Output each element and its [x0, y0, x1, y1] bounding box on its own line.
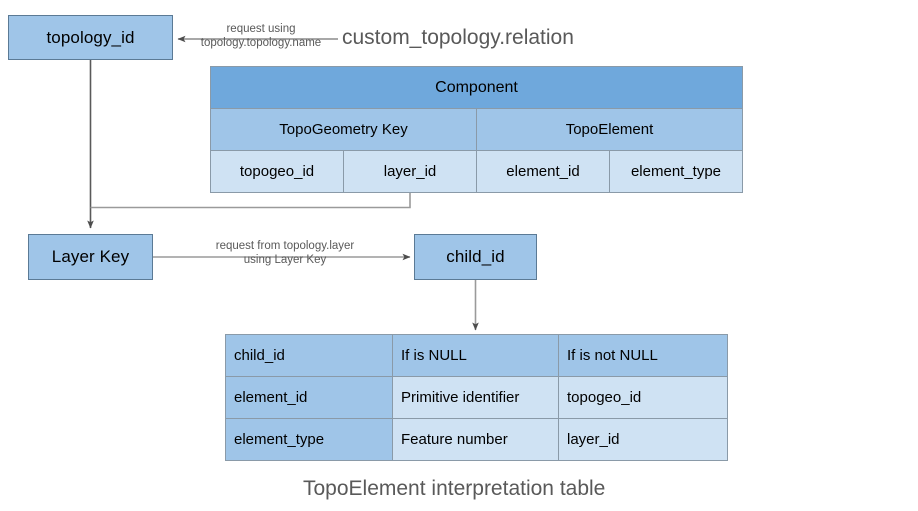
- edge-label-request-using: request using topology.topology.name: [200, 23, 322, 49]
- edge-label-request-from-layer: request from topology.layer using Layer …: [215, 240, 355, 266]
- table-row-interp-header: child_id If is NULL If is not NULL: [225, 334, 728, 377]
- node-topology-id-label: topology_id: [46, 27, 135, 47]
- connector-layerid-to-layerkey: [90, 192, 411, 209]
- node-child-id[interactable]: child_id: [414, 234, 537, 280]
- node-child-id-label: child_id: [446, 247, 505, 266]
- table-row: element_id Primitive identifier topogeo_…: [225, 376, 728, 419]
- component-table-title: Component: [210, 66, 743, 109]
- node-topology-id[interactable]: topology_id: [8, 15, 173, 60]
- interp-cell-element-id: element_id: [225, 376, 393, 419]
- interpretation-table: child_id If is NULL If is not NULL eleme…: [225, 334, 728, 461]
- component-group-topoelement: TopoElement: [476, 108, 743, 151]
- table-row-component-title: Component: [210, 66, 743, 109]
- table-row: element_type Feature number layer_id: [225, 418, 728, 461]
- component-column-element-type: element_type: [609, 150, 743, 193]
- interp-cell-topogeo-id: topogeo_id: [558, 376, 728, 419]
- interp-cell-element-type: element_type: [225, 418, 393, 461]
- interp-header-if-is-null: If is NULL: [392, 334, 559, 377]
- title-topoelement-interpretation-table: TopoElement interpretation table: [303, 477, 606, 500]
- component-table: Component TopoGeometry Key TopoElement t…: [210, 66, 743, 193]
- interp-header-child-id: child_id: [225, 334, 393, 377]
- title-custom-topology-relation: custom_topology.relation: [342, 26, 574, 49]
- table-row-component-groups: TopoGeometry Key TopoElement: [210, 108, 743, 151]
- component-column-layer-id: layer_id: [343, 150, 477, 193]
- component-column-topogeo-id: topogeo_id: [210, 150, 344, 193]
- table-row-component-columns: topogeo_id layer_id element_id element_t…: [210, 150, 743, 193]
- component-group-topogeometry-key: TopoGeometry Key: [210, 108, 477, 151]
- interp-header-if-is-not-null: If is not NULL: [558, 334, 728, 377]
- interp-cell-layer-id: layer_id: [558, 418, 728, 461]
- component-column-element-id: element_id: [476, 150, 610, 193]
- interp-cell-feature-number: Feature number: [392, 418, 559, 461]
- node-layer-key[interactable]: Layer Key: [28, 234, 153, 280]
- interp-cell-primitive-identifier: Primitive identifier: [392, 376, 559, 419]
- node-layer-key-label: Layer Key: [51, 247, 130, 266]
